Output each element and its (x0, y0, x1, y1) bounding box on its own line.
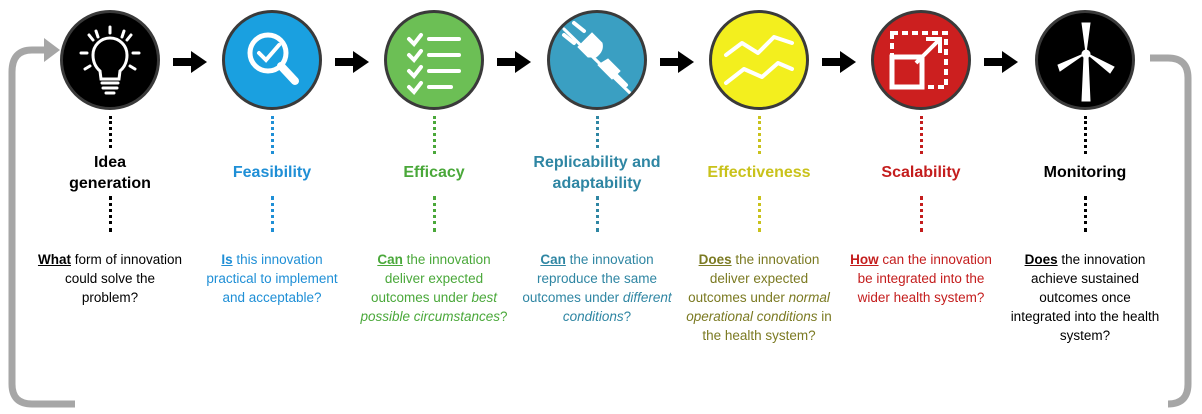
question-em: best possible circumstances (360, 290, 501, 324)
dotted-connector (758, 116, 761, 154)
stage-circle (871, 10, 971, 110)
stage-question: Can the innovation reproduce the same ou… (522, 250, 672, 326)
dotted-connector (271, 116, 274, 154)
right-arrow-icon (984, 51, 1018, 73)
lightbulb-icon (79, 25, 141, 95)
dotted-connector (433, 196, 436, 232)
question-key: Does (698, 252, 732, 267)
stage-question: Does the innovation deliver expected out… (684, 250, 834, 345)
question-em: normal operational conditions (686, 290, 830, 324)
question-post: ? (623, 309, 632, 324)
stage-circle (60, 10, 160, 110)
question-pre: this innovation practical to implement a… (206, 252, 338, 305)
stage-title: Effectiveness (707, 164, 811, 181)
dotted-connector (109, 116, 112, 148)
question-key: Can (540, 252, 566, 267)
dotted-connector (1084, 196, 1087, 232)
dotted-connector (920, 196, 923, 232)
question-post: in the health system? (702, 309, 832, 343)
stage-title: Replicability and adaptability (522, 152, 672, 194)
stage-circle (709, 10, 809, 110)
question-key: What (37, 252, 71, 267)
stage-title-line: adaptability (552, 175, 642, 192)
right-arrow-icon (822, 51, 856, 73)
question-pre: the innovation deliver expected outcomes… (688, 252, 820, 305)
stage-question: Does the innovation achieve sustained ou… (1010, 250, 1160, 345)
stage-circle (222, 10, 322, 110)
stage-question: Is this innovation practical to implemen… (197, 250, 347, 307)
dotted-connector (920, 116, 923, 154)
question-key: Can (377, 252, 403, 267)
stage-title: Scalability (881, 164, 961, 181)
right-arrow-icon (173, 51, 207, 73)
question-pre: the innovation reproduce the same outcom… (522, 252, 658, 305)
question-pre: the innovation deliver expected outcomes… (370, 252, 491, 305)
stage-circle (547, 10, 647, 110)
stage-circle (384, 10, 484, 110)
question-post: ? (500, 309, 508, 324)
question-key: How (850, 252, 879, 267)
stage-title: Monitoring (1043, 164, 1127, 181)
plug-icon (562, 21, 632, 95)
stage-title: Feasibility (232, 164, 312, 181)
dotted-connector (758, 196, 761, 232)
right-arrow-icon (660, 51, 694, 73)
dotted-connector (433, 116, 436, 154)
question-key: Does (1024, 252, 1058, 267)
right-arrow-icon (335, 51, 369, 73)
question-pre: can the innovation be integrated into th… (857, 252, 992, 305)
checklist-icon (407, 33, 461, 96)
question-pre: form of innovation could solve the probl… (64, 252, 183, 305)
stage-title: Idea generation (35, 152, 185, 194)
stage-question: Can the innovation deliver expected outc… (359, 250, 509, 326)
stage-title: Efficacy (403, 164, 465, 181)
dotted-connector (271, 196, 274, 232)
stage-question: How can the innovation be integrated int… (846, 250, 996, 307)
scale-up-icon (889, 31, 948, 90)
question-em: different conditions (562, 290, 672, 324)
stage-circle (1035, 10, 1135, 110)
stage-title-line: Idea (93, 154, 126, 171)
right-arrow-icon (497, 51, 531, 73)
wind-turbine-icon (1057, 22, 1115, 102)
magnifier-check-icon (247, 32, 299, 85)
stage-title-line: Replicability and (533, 154, 661, 171)
trend-lines-icon (724, 35, 794, 85)
question-key: Is (221, 252, 233, 267)
dotted-connector (596, 196, 599, 232)
stage-question: What form of innovation could solve the … (35, 250, 185, 307)
dotted-connector (109, 196, 112, 232)
dotted-connector (1084, 116, 1087, 154)
dotted-connector (596, 116, 599, 148)
stage-title-line: generation (69, 175, 151, 192)
question-pre: the innovation achieve sustained outcome… (1010, 252, 1160, 343)
